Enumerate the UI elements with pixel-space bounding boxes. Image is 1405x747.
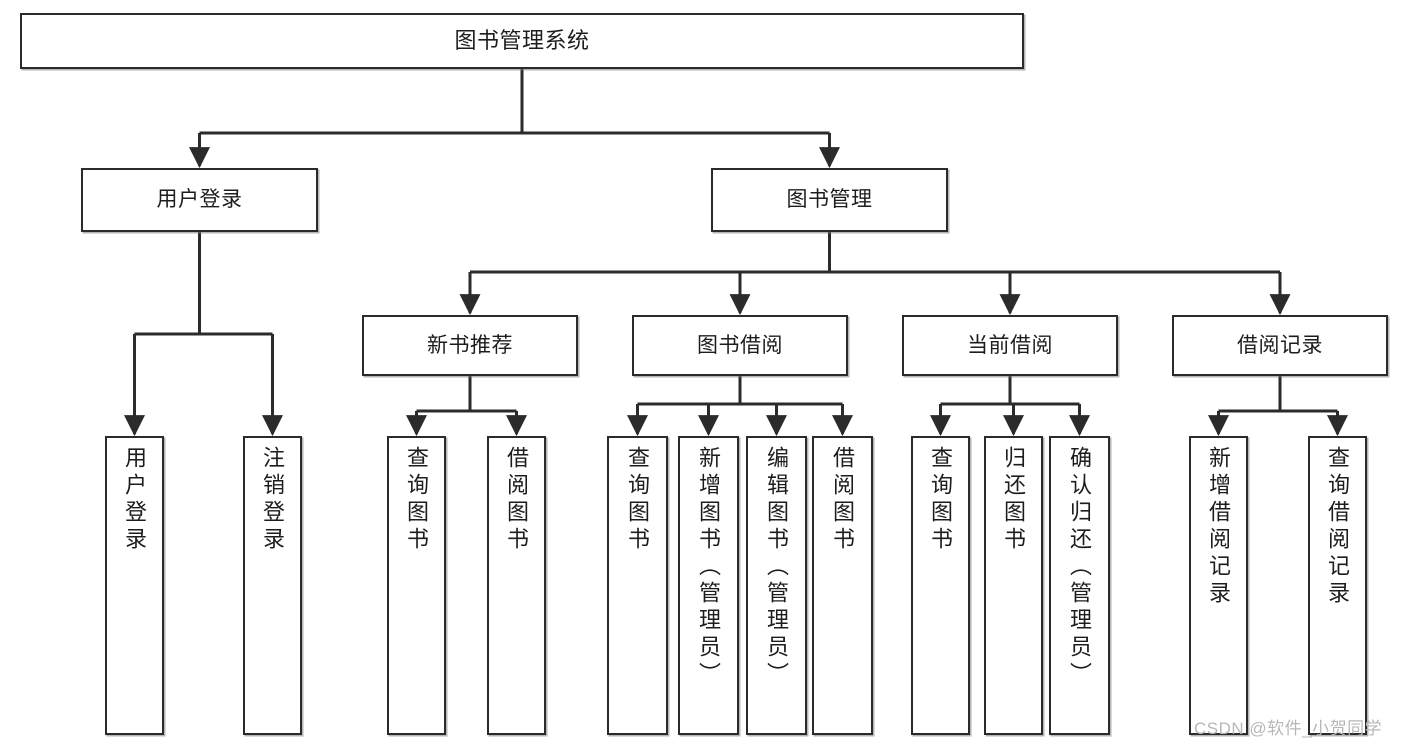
node-root-label: 图书管理系统 — [454, 27, 590, 53]
leaf-add-book-admin-label: 新增图书（管理员） — [696, 446, 722, 689]
leaf-add-borrow-record[interactable]: 新增借阅记录 — [1189, 436, 1248, 735]
leaf-edit-book-admin-label: 编辑图书（管理员） — [764, 446, 790, 689]
node-user-login[interactable]: 用户登录 — [81, 168, 318, 232]
leaf-user-login-label: 用户登录 — [122, 446, 148, 554]
leaf-user-logout-label: 注销登录 — [260, 446, 286, 554]
leaf-query-book-recommend-label: 查询图书 — [404, 446, 430, 554]
leaf-borrow-book-label: 借阅图书 — [830, 446, 856, 554]
node-book-borrow[interactable]: 图书借阅 — [632, 315, 848, 376]
leaf-query-book-recommend[interactable]: 查询图书 — [387, 436, 446, 735]
leaf-confirm-return-admin-label: 确认归还（管理员） — [1067, 446, 1093, 689]
node-borrow-record-label: 借阅记录 — [1237, 333, 1323, 357]
leaf-borrow-book[interactable]: 借阅图书 — [812, 436, 873, 735]
node-current-borrow[interactable]: 当前借阅 — [902, 315, 1118, 376]
leaf-query-book-borrow-label: 查询图书 — [625, 446, 651, 554]
leaf-return-book-label: 归还图书 — [1001, 446, 1027, 554]
node-user-login-label: 用户登录 — [156, 188, 243, 212]
node-book-borrow-label: 图书借阅 — [697, 333, 783, 357]
leaf-confirm-return-admin[interactable]: 确认归还（管理员） — [1049, 436, 1110, 735]
leaf-query-borrow-record-label: 查询借阅记录 — [1325, 446, 1351, 608]
leaf-return-book[interactable]: 归还图书 — [984, 436, 1043, 735]
leaf-borrow-book-recommend-label: 借阅图书 — [504, 446, 530, 554]
node-current-borrow-label: 当前借阅 — [967, 333, 1053, 357]
node-book-management[interactable]: 图书管理 — [711, 168, 948, 232]
leaf-query-borrow-record[interactable]: 查询借阅记录 — [1308, 436, 1367, 735]
leaf-borrow-book-recommend[interactable]: 借阅图书 — [487, 436, 546, 735]
leaf-query-book-current[interactable]: 查询图书 — [911, 436, 970, 735]
leaf-add-book-admin[interactable]: 新增图书（管理员） — [678, 436, 739, 735]
leaf-edit-book-admin[interactable]: 编辑图书（管理员） — [746, 436, 807, 735]
leaf-query-book-current-label: 查询图书 — [928, 446, 954, 554]
leaf-user-logout[interactable]: 注销登录 — [243, 436, 302, 735]
node-new-book-recommend[interactable]: 新书推荐 — [362, 315, 578, 376]
leaf-query-book-borrow[interactable]: 查询图书 — [607, 436, 668, 735]
leaf-user-login[interactable]: 用户登录 — [105, 436, 164, 735]
node-root[interactable]: 图书管理系统 — [20, 13, 1024, 69]
node-borrow-record[interactable]: 借阅记录 — [1172, 315, 1388, 376]
node-new-book-recommend-label: 新书推荐 — [427, 333, 513, 357]
leaf-add-borrow-record-label: 新增借阅记录 — [1206, 446, 1232, 608]
node-book-management-label: 图书管理 — [786, 188, 873, 212]
